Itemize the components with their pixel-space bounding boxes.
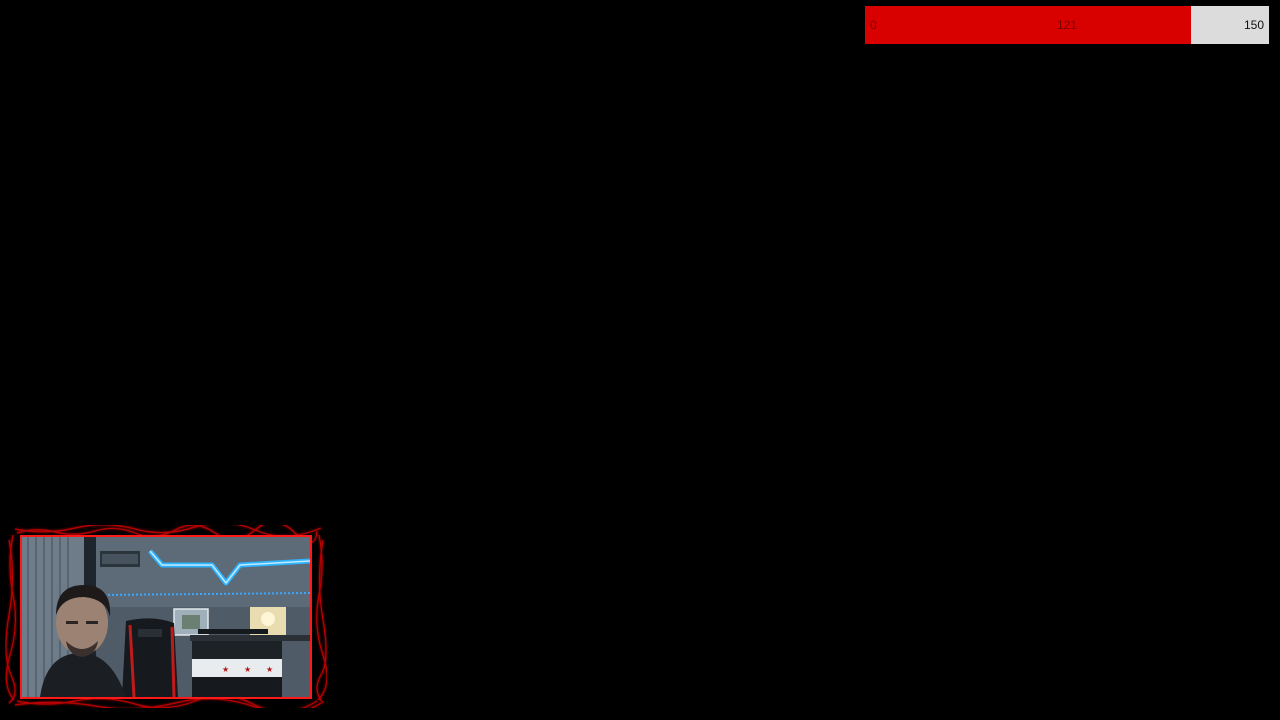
goal-progress-bar: 0 121 150 <box>865 6 1269 44</box>
goal-min-label: 0 <box>870 18 877 32</box>
svg-text:★: ★ <box>244 665 251 674</box>
goal-max-label: 150 <box>1243 18 1264 32</box>
goal-progress-fill <box>865 6 1191 44</box>
webcam-frame: ★ ★ ★ <box>5 525 327 708</box>
svg-text:★: ★ <box>222 665 229 674</box>
goal-current-label: 121 <box>1056 18 1078 32</box>
svg-text:★: ★ <box>266 665 273 674</box>
webcam-feed: ★ ★ ★ <box>20 535 312 699</box>
flame-border-icon <box>5 525 327 708</box>
webcam-image: ★ ★ ★ <box>22 537 310 697</box>
